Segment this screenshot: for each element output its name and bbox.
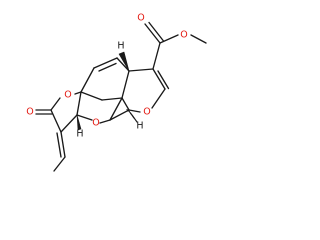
bond (76, 91, 82, 116)
bond (128, 68, 154, 72)
bond (151, 88, 166, 109)
bond (50, 97, 61, 111)
bond (56, 132, 62, 158)
bond (98, 62, 117, 72)
bond (99, 119, 111, 124)
bond (144, 23, 161, 44)
hydrogen-label: H (136, 121, 143, 132)
bond (109, 109, 130, 121)
wedge-bond (118, 51, 130, 72)
hash-line (126, 108, 129, 112)
oxygen-label: O (64, 90, 71, 101)
hydrogen-label: H (117, 41, 124, 52)
hashed-bond (126, 108, 138, 123)
stereo-bonds (76, 51, 138, 131)
bond (116, 57, 130, 72)
bond (190, 34, 207, 44)
oxygen-label: O (92, 118, 99, 129)
bond (74, 91, 82, 95)
bond (50, 109, 62, 133)
oxygen-label: O (137, 13, 144, 24)
bond (93, 57, 118, 69)
oxygen-label: O (180, 30, 187, 41)
bond (80, 91, 103, 101)
bonds (35, 21, 207, 172)
hash-line (131, 114, 138, 123)
wedge-bond (76, 114, 82, 131)
oxygen-label: O (26, 107, 33, 118)
bond (76, 114, 93, 121)
bond (157, 70, 170, 90)
bond (128, 109, 141, 113)
atom-labels: O O O O O O H H H (26, 13, 187, 140)
bond (80, 67, 95, 93)
bond (60, 114, 78, 133)
bond (121, 70, 130, 99)
bond (152, 68, 166, 90)
bond (121, 97, 130, 111)
oxygen-label: O (143, 107, 150, 118)
bond (53, 156, 66, 172)
bond (148, 21, 165, 42)
bond (101, 97, 123, 101)
hydrogen-label: H (76, 129, 83, 140)
bond (159, 34, 179, 44)
bond (109, 97, 123, 121)
chemical-structure-diagram: O O O O O O H H H (26, 13, 207, 172)
bond (60, 131, 66, 158)
bond (152, 42, 161, 70)
